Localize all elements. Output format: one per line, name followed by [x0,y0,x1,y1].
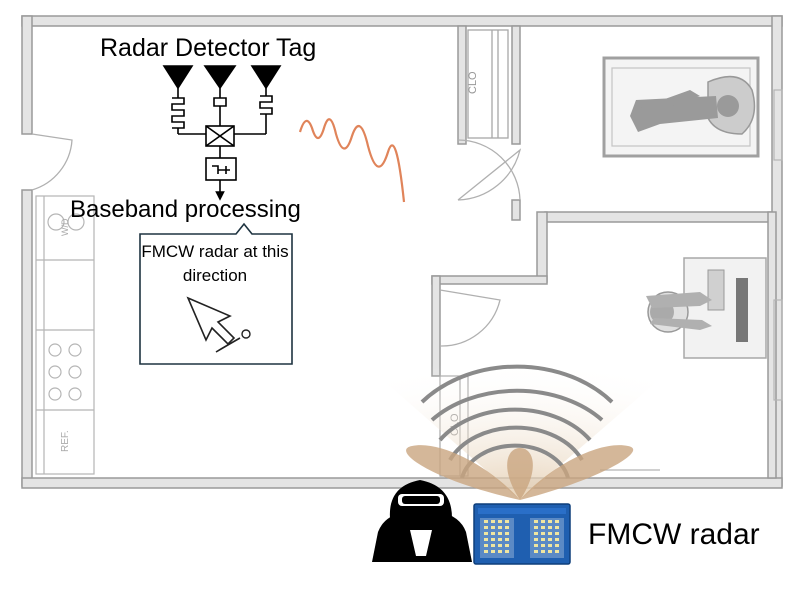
board-element [555,526,559,529]
desk-person-icon [646,257,767,359]
svg-text:REF.: REF. [60,430,71,452]
board-element [548,544,552,547]
board-element [541,532,545,535]
board-element [498,550,502,553]
board-element [548,532,552,535]
antenna-icon [203,65,237,90]
floor-plan-walls [21,15,783,489]
beam-lobes [406,445,634,500]
board-element [498,544,502,547]
board-element [534,520,538,523]
board-element [484,526,488,529]
bed-person-icon [602,56,760,158]
board-element [491,532,495,535]
door-swings [31,133,522,347]
board-element [541,526,545,529]
board-element [505,526,509,529]
board-element [541,550,545,553]
baseband-label: Baseband processing [70,196,301,223]
hacker-icon [372,480,472,562]
board-element [498,520,502,523]
board-element [491,526,495,529]
board-element [505,532,509,535]
board-element [498,532,502,535]
board-element [555,538,559,541]
tag-title: Radar Detector Tag [100,34,317,62]
board-element [498,526,502,529]
board-element [534,526,538,529]
board-element [555,520,559,523]
board-element [484,520,488,523]
board-element [505,544,509,547]
board-element [484,544,488,547]
board-element [555,550,559,553]
callout-box [139,222,293,365]
closet-top: CLO [467,29,509,139]
board-element [491,550,495,553]
board-element [491,520,495,523]
board-element [541,520,545,523]
board-element [548,520,552,523]
radar-board-elements [484,520,559,553]
board-element [484,538,488,541]
board-element [548,538,552,541]
board-element [548,526,552,529]
board-element [484,550,488,553]
board-element [498,538,502,541]
windows [600,89,783,471]
antenna-icon [250,65,282,90]
pointing-arrow-icon [186,296,236,346]
board-element [491,544,495,547]
board-element [505,520,509,523]
board-element [534,532,538,535]
radar-label: FMCW radar [588,518,760,551]
board-element [555,532,559,535]
board-element [505,550,509,553]
board-element [541,538,545,541]
board-element [505,538,509,541]
kitchen-counter: REF. W/D [35,195,95,475]
board-element [555,544,559,547]
sine-wave [298,118,406,203]
board-element [491,538,495,541]
board-element [541,544,545,547]
svg-text:CLO: CLO [467,71,479,94]
board-element [484,532,488,535]
board-element [534,550,538,553]
antenna-icon [162,65,194,90]
board-element [548,550,552,553]
callout-text: FMCW radar at this direction [141,242,289,285]
board-element [534,538,538,541]
board-element [534,544,538,547]
svg-text:W/D: W/D [60,218,70,236]
tag-circuit [162,65,282,201]
